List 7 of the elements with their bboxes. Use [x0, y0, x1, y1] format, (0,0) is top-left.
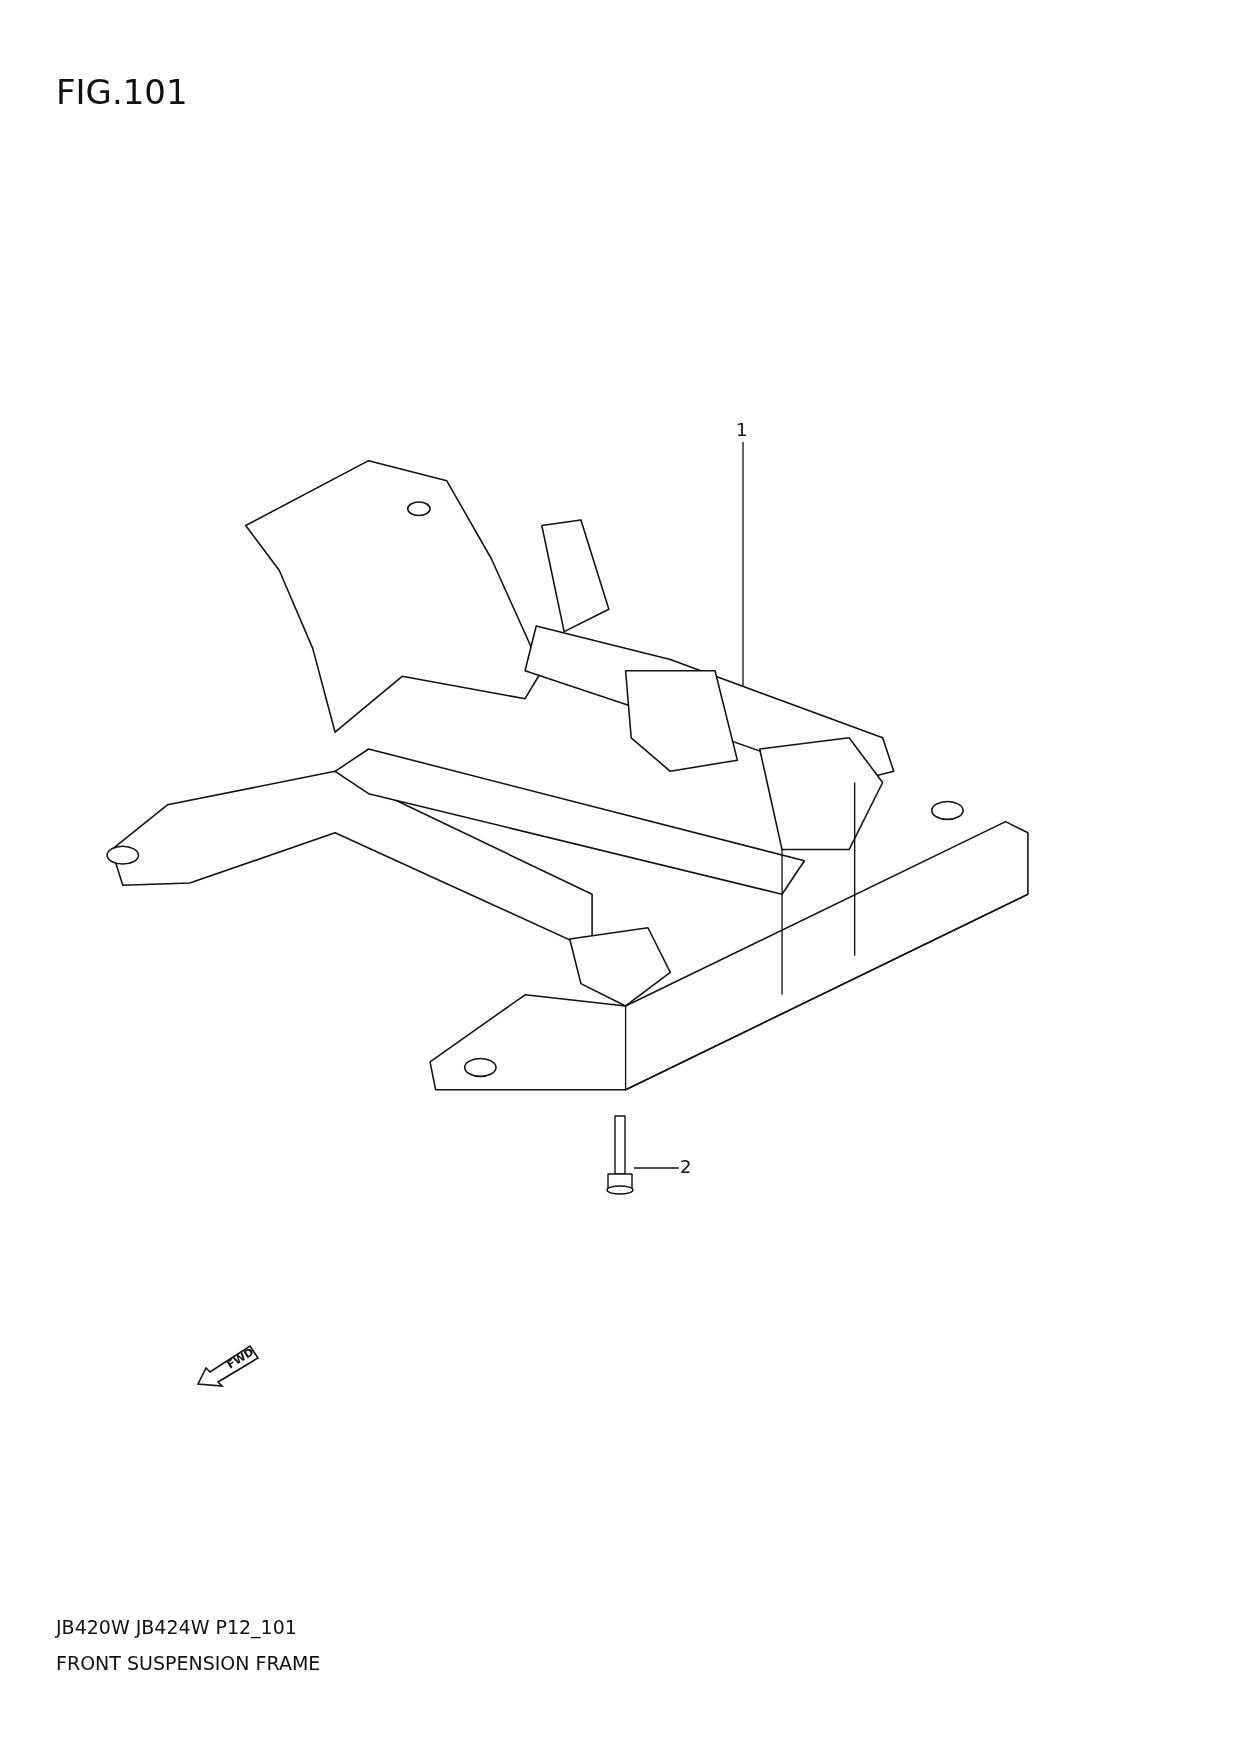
bolt-drawing	[606, 1114, 634, 1196]
leader-line	[633, 1167, 680, 1169]
figure-title: FIG.101	[56, 72, 188, 112]
drawing-code: JB420W JB424W P12_101	[56, 1616, 297, 1638]
callout-number: 2	[680, 1157, 692, 1177]
callout-number: 1	[736, 420, 748, 440]
figure-caption: FRONT SUSPENSION FRAME	[56, 1652, 321, 1674]
